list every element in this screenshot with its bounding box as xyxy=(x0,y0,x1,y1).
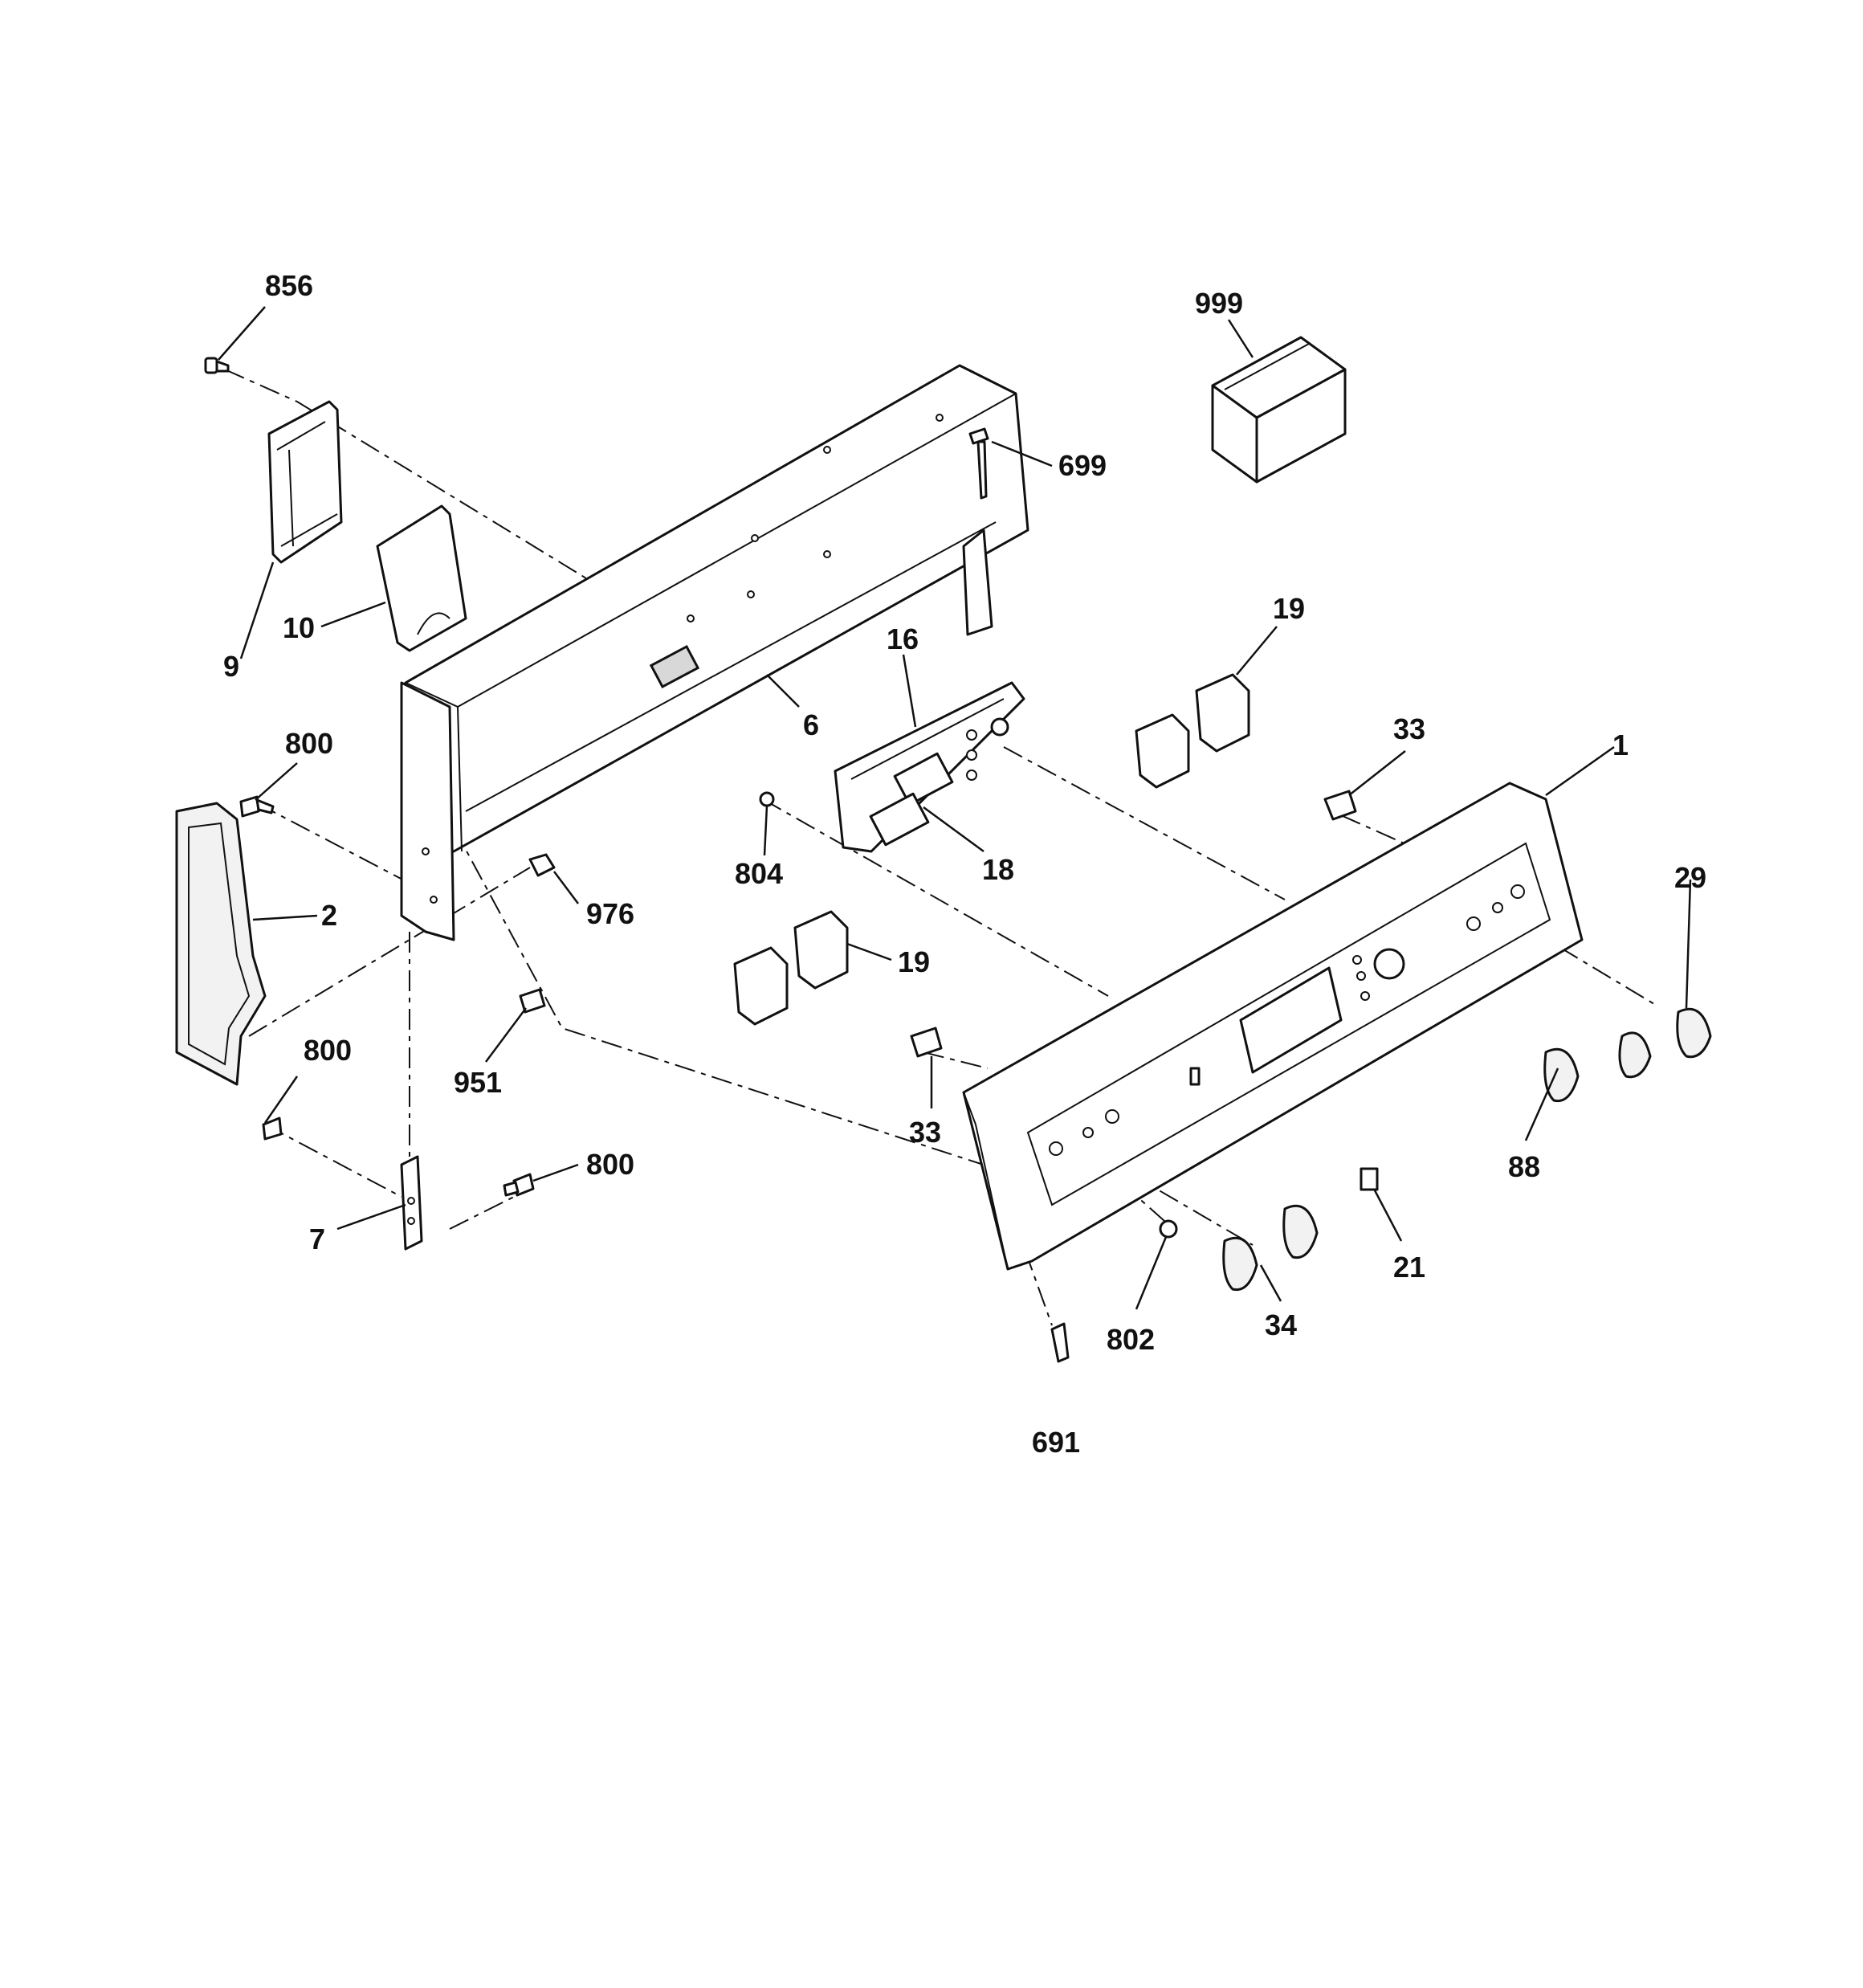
callout-16: 16 xyxy=(887,623,919,655)
part-34-knob xyxy=(1222,1204,1319,1292)
callout-21: 21 xyxy=(1393,1251,1425,1284)
part-800-screw-lower-right xyxy=(503,1173,535,1197)
callout-33-upper: 33 xyxy=(1393,712,1425,745)
part-800-screw-upper xyxy=(239,795,275,818)
callout-10: 10 xyxy=(283,611,315,644)
callout-802: 802 xyxy=(1107,1323,1155,1356)
part-19-switches-lower xyxy=(733,910,849,1026)
callout-9: 9 xyxy=(223,650,239,683)
part-6-backguard-frame xyxy=(400,364,1029,941)
part-19-switches-upper xyxy=(1135,673,1250,789)
callout-18: 18 xyxy=(982,853,1014,886)
part-802-screw xyxy=(1159,1219,1178,1239)
part-691-screw xyxy=(1050,1322,1070,1363)
part-29-knob xyxy=(1618,1007,1712,1079)
callout-29: 29 xyxy=(1674,861,1706,894)
callout-699: 699 xyxy=(1058,449,1107,482)
callout-19-upper: 19 xyxy=(1273,592,1305,625)
callout-804: 804 xyxy=(735,857,783,890)
callout-1: 1 xyxy=(1612,729,1629,761)
part-699-screw xyxy=(968,427,989,500)
part-999-box xyxy=(1211,336,1347,484)
part-800-screw-lower-left xyxy=(262,1116,283,1141)
part-10-bracket xyxy=(376,504,467,652)
leader-lines xyxy=(218,306,1692,1310)
part-2-side-trim xyxy=(175,802,267,1086)
callout-800-lower-left: 800 xyxy=(304,1034,352,1067)
part-88-knob xyxy=(1543,1047,1580,1103)
callout-856: 856 xyxy=(265,269,313,302)
part-7-bracket xyxy=(400,1155,423,1251)
callout-6: 6 xyxy=(803,708,819,741)
assembly-lines xyxy=(224,369,1655,1326)
callout-88: 88 xyxy=(1508,1150,1540,1183)
callout-7: 7 xyxy=(309,1223,325,1255)
callout-976: 976 xyxy=(586,897,634,930)
callout-34: 34 xyxy=(1265,1308,1297,1341)
part-1-control-panel xyxy=(962,782,1584,1271)
callout-labels: 856 9 10 800 2 800 7 800 951 976 6 699 9… xyxy=(223,269,1706,1459)
callout-800-lower-right: 800 xyxy=(586,1148,634,1181)
callout-999: 999 xyxy=(1195,287,1243,320)
callout-951: 951 xyxy=(454,1066,502,1099)
part-804-screw xyxy=(759,791,775,807)
callout-19-lower: 19 xyxy=(898,945,930,978)
callout-691: 691 xyxy=(1032,1426,1080,1459)
part-33-switch-upper xyxy=(1323,790,1357,821)
callout-2: 2 xyxy=(321,899,337,932)
part-33-switch-lower xyxy=(910,1027,943,1058)
callout-800-upper: 800 xyxy=(285,727,333,760)
part-856-screw xyxy=(204,357,230,374)
part-976-clip xyxy=(528,853,556,877)
callout-33-lower: 33 xyxy=(909,1116,941,1149)
part-16-control-board xyxy=(834,681,1025,853)
part-951-clip xyxy=(519,988,546,1014)
part-21-clip xyxy=(1360,1167,1379,1191)
part-9-bracket xyxy=(267,400,343,564)
